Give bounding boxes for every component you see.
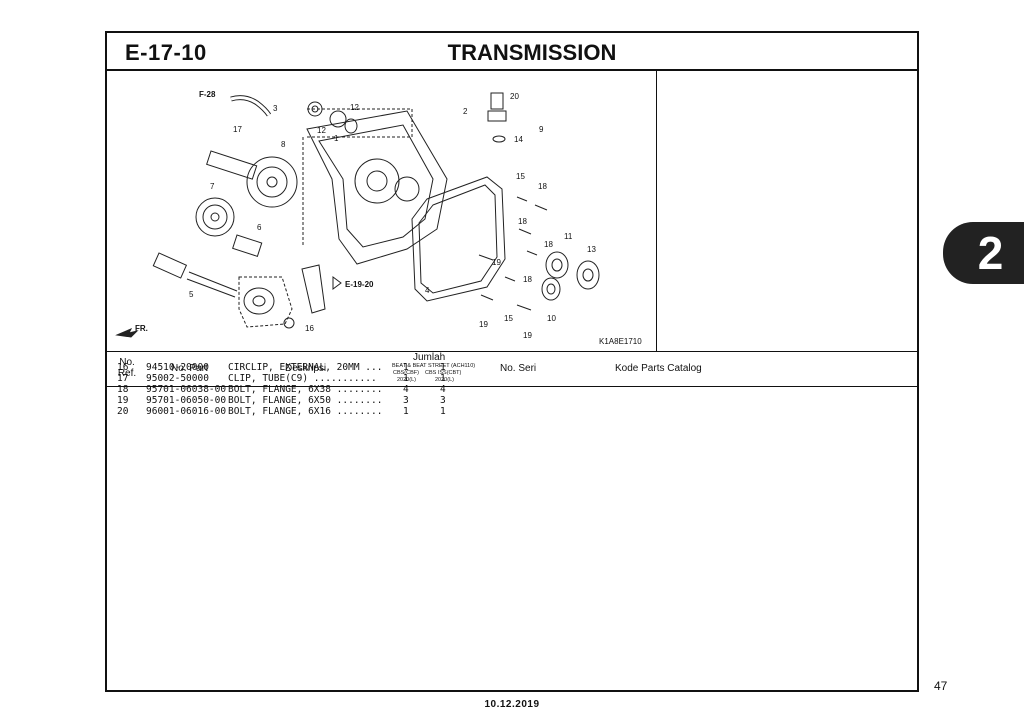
cell-part: 95701-06050-00 bbox=[146, 395, 227, 406]
callout-f28: F-28 bbox=[199, 90, 216, 99]
page-title: TRANSMISSION bbox=[447, 40, 617, 65]
col-variant-1: CBS(CBF) bbox=[393, 370, 419, 376]
col-jumlah-model: BEAT & BEAT STREET (ACH110) bbox=[392, 363, 476, 369]
footer-date: 10.12.2019 bbox=[484, 699, 540, 710]
callout-8: 8 bbox=[281, 140, 286, 149]
header-bar: E-17-10 TRANSMISSION bbox=[107, 33, 917, 71]
callout-9: 9 bbox=[539, 125, 544, 134]
col-year-1: 2020(L) bbox=[397, 377, 416, 383]
callout-19c: 19 bbox=[523, 331, 532, 340]
col-no-seri: No. Seri bbox=[500, 363, 537, 374]
cell-qty-2: 3 bbox=[440, 395, 446, 406]
callout-15a: 15 bbox=[516, 172, 525, 181]
callout-18a: 18 bbox=[538, 182, 547, 191]
page-frame: E-17-10 TRANSMISSION bbox=[105, 31, 919, 692]
callout-e1920: E-19-20 bbox=[345, 280, 374, 289]
callout-fr: FR. bbox=[135, 324, 148, 333]
cell-qty-1: 1 bbox=[403, 406, 409, 417]
col-deskripsi: Deskripsi bbox=[285, 363, 327, 374]
callout-11: 11 bbox=[564, 232, 573, 241]
callout-5: 5 bbox=[189, 290, 194, 299]
parts-diagram: F-28 3 17 8 7 6 5 12 12 1 2 20 9 14 15 1… bbox=[107, 69, 657, 351]
col-no-part: No. Part bbox=[171, 363, 208, 374]
cell-part: 96001-06016-00 bbox=[146, 406, 227, 417]
callout-17: 17 bbox=[233, 125, 242, 134]
cell-desc: BOLT, FLANGE, 6X38 ........ bbox=[228, 384, 383, 395]
callout-19a: 19 bbox=[492, 258, 501, 267]
col-no-ref: No. Ref. bbox=[117, 357, 137, 379]
callout-18d: 18 bbox=[523, 275, 532, 284]
cell-desc: BOLT, FLANGE, 6X50 ........ bbox=[228, 395, 383, 406]
callout-13: 13 bbox=[587, 245, 596, 254]
callout-12b: 12 bbox=[317, 126, 326, 135]
col-year-2: 2020(L) bbox=[435, 377, 454, 383]
callout-19b: 19 bbox=[479, 320, 488, 329]
callout-3: 3 bbox=[273, 104, 278, 113]
callout-20: 20 bbox=[510, 92, 519, 101]
callout-18b: 18 bbox=[518, 217, 527, 226]
page-number: 47 bbox=[934, 679, 948, 693]
section-code: E-17-10 bbox=[125, 40, 207, 65]
cell-part: 95701-06038-00 bbox=[146, 384, 227, 395]
callout-10: 10 bbox=[547, 314, 556, 323]
cell-ref: 17 bbox=[117, 373, 129, 384]
cell-desc: CLIP, TUBE(C9) ........... bbox=[228, 373, 377, 384]
callout-7: 7 bbox=[210, 182, 215, 191]
col-variant-2: CBS ISS(CBT) bbox=[425, 370, 462, 376]
callout-2: 2 bbox=[463, 107, 468, 116]
cell-qty-2: 4 bbox=[440, 384, 446, 395]
callout-18c: 18 bbox=[544, 240, 553, 249]
cell-qty-1: 3 bbox=[403, 395, 409, 406]
cell-ref: 16 bbox=[117, 362, 129, 373]
cell-ref: 20 bbox=[117, 406, 129, 417]
callout-6: 6 bbox=[257, 223, 262, 232]
col-jumlah: Jumlah bbox=[413, 352, 446, 363]
callout-16: 16 bbox=[305, 324, 314, 333]
table-header: No. Ref. No. Part Deskripsi Jumlah BEAT … bbox=[107, 351, 917, 387]
exploded-view-drawing: F-28 3 17 8 7 6 5 12 12 1 2 20 9 14 15 1… bbox=[115, 90, 642, 346]
cell-qty-1: 1 bbox=[403, 373, 409, 384]
cell-qty-1: 4 bbox=[403, 384, 409, 395]
callout-15b: 15 bbox=[504, 314, 513, 323]
cell-ref: 19 bbox=[117, 395, 129, 406]
cell-qty-1: 1 bbox=[403, 362, 409, 373]
cell-part: 94510-20000 bbox=[146, 362, 209, 373]
cell-qty-2: 1 bbox=[440, 373, 446, 384]
cell-desc: BOLT, FLANGE, 6X16 ........ bbox=[228, 406, 383, 417]
cell-qty-2: 1 bbox=[440, 406, 446, 417]
section-tab: 2 bbox=[943, 222, 1024, 284]
cell-part: 95002-50000 bbox=[146, 373, 209, 384]
figure-ref-code: K1A8E1710 bbox=[599, 337, 642, 346]
col-kode-parts: Kode Parts Catalog bbox=[615, 363, 702, 374]
cell-ref: 18 bbox=[117, 384, 129, 395]
cell-qty-2: 1 bbox=[440, 362, 446, 373]
callout-4: 4 bbox=[425, 286, 430, 295]
callout-14: 14 bbox=[514, 135, 523, 144]
callout-12a: 12 bbox=[350, 103, 359, 112]
cell-desc: CIRCLIP, EXTERNAL, 20MM ... bbox=[228, 362, 383, 373]
callout-1: 1 bbox=[334, 134, 339, 143]
